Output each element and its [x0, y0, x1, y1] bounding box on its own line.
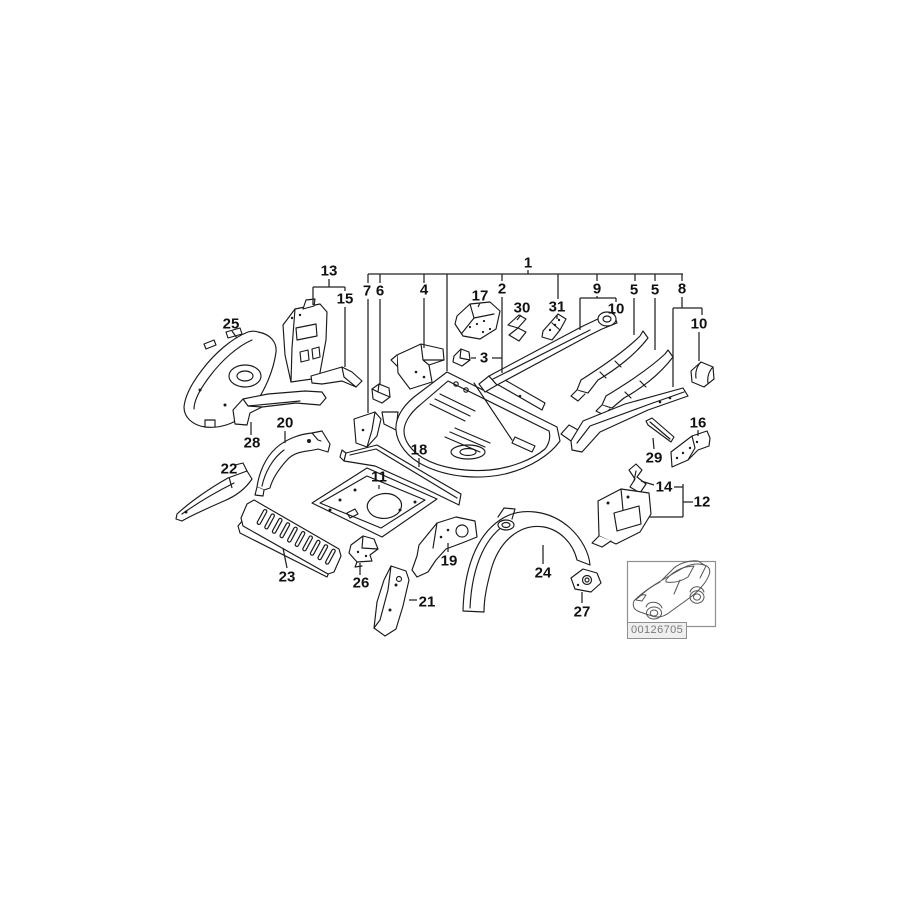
- callout-18: 18: [410, 441, 428, 459]
- part-27-bracket: [570, 568, 602, 593]
- part-24-wheel-arch: [462, 507, 591, 613]
- part-11-panel: [311, 467, 438, 538]
- part-29-strip: [645, 417, 675, 443]
- part-2-floor-pan: [381, 371, 561, 478]
- callout-3: 3: [479, 349, 489, 367]
- callout-31: 31: [548, 298, 566, 316]
- callout-15: 15: [336, 290, 354, 308]
- part-20-rail: [254, 430, 331, 497]
- callout-14: 14: [655, 478, 673, 496]
- part-3-clip: [452, 348, 471, 367]
- callout-7: 7: [362, 282, 372, 300]
- part-13-panel: [282, 298, 328, 383]
- part-5a-rail: [570, 330, 649, 402]
- rivet-dots: [184, 313, 699, 612]
- callout-17: 17: [471, 287, 489, 305]
- callout-10a: 10: [607, 300, 625, 318]
- callout-25: 25: [222, 315, 240, 333]
- part-15-strip: [310, 366, 363, 388]
- callout-9: 9: [592, 280, 602, 298]
- callout-2: 2: [497, 280, 507, 298]
- part-23-vent-panel: [237, 499, 342, 578]
- part-12-bracket: [591, 488, 652, 548]
- callout-20: 20: [276, 414, 294, 432]
- part-18-brace: [339, 444, 462, 506]
- callout-5b: 5: [650, 281, 660, 299]
- callout-22: 22: [220, 460, 238, 478]
- callout-8: 8: [677, 280, 687, 298]
- car-illustration: [632, 560, 711, 620]
- part-19-bracket: [411, 516, 478, 578]
- part-6-clip: [371, 383, 391, 404]
- leader-lines: [228, 270, 703, 603]
- part-28-rail: [232, 390, 327, 426]
- part-25-wheel-housing: [183, 327, 277, 428]
- callout-26: 26: [352, 574, 370, 592]
- callout-29: 29: [645, 449, 663, 467]
- callout-10b: 10: [690, 315, 708, 333]
- callout-23: 23: [278, 568, 296, 586]
- part-4-bracket: [390, 343, 445, 390]
- callout-5a: 5: [629, 281, 639, 299]
- callout-13: 13: [320, 262, 338, 280]
- part-21-panel: [373, 565, 410, 637]
- part-10-pipe: [690, 361, 715, 388]
- callout-28: 28: [243, 434, 261, 452]
- part-31-plate: [541, 313, 567, 341]
- callout-12: 12: [693, 493, 711, 511]
- callout-27: 27: [573, 603, 591, 621]
- callout-24: 24: [534, 564, 552, 582]
- callout-16: 16: [689, 414, 707, 432]
- part-26-bracket: [348, 535, 379, 568]
- callout-6: 6: [375, 282, 385, 300]
- part-30-channel: [507, 314, 527, 342]
- callout-4: 4: [419, 281, 429, 299]
- callout-19: 19: [440, 552, 458, 570]
- callout-11: 11: [371, 468, 387, 486]
- part-5b-rail: [595, 349, 674, 416]
- callout-30: 30: [513, 299, 531, 317]
- car-inset: [626, 560, 717, 628]
- callout-1: 1: [523, 254, 533, 272]
- callout-21: 21: [418, 593, 436, 611]
- part-8-sill: [560, 387, 689, 453]
- part-14-bracket: [628, 463, 647, 494]
- part-7-panel: [353, 411, 382, 448]
- part-9-rail: [478, 311, 618, 393]
- part-17-bracket: [454, 301, 501, 340]
- image-code-label: 00126705: [627, 622, 688, 639]
